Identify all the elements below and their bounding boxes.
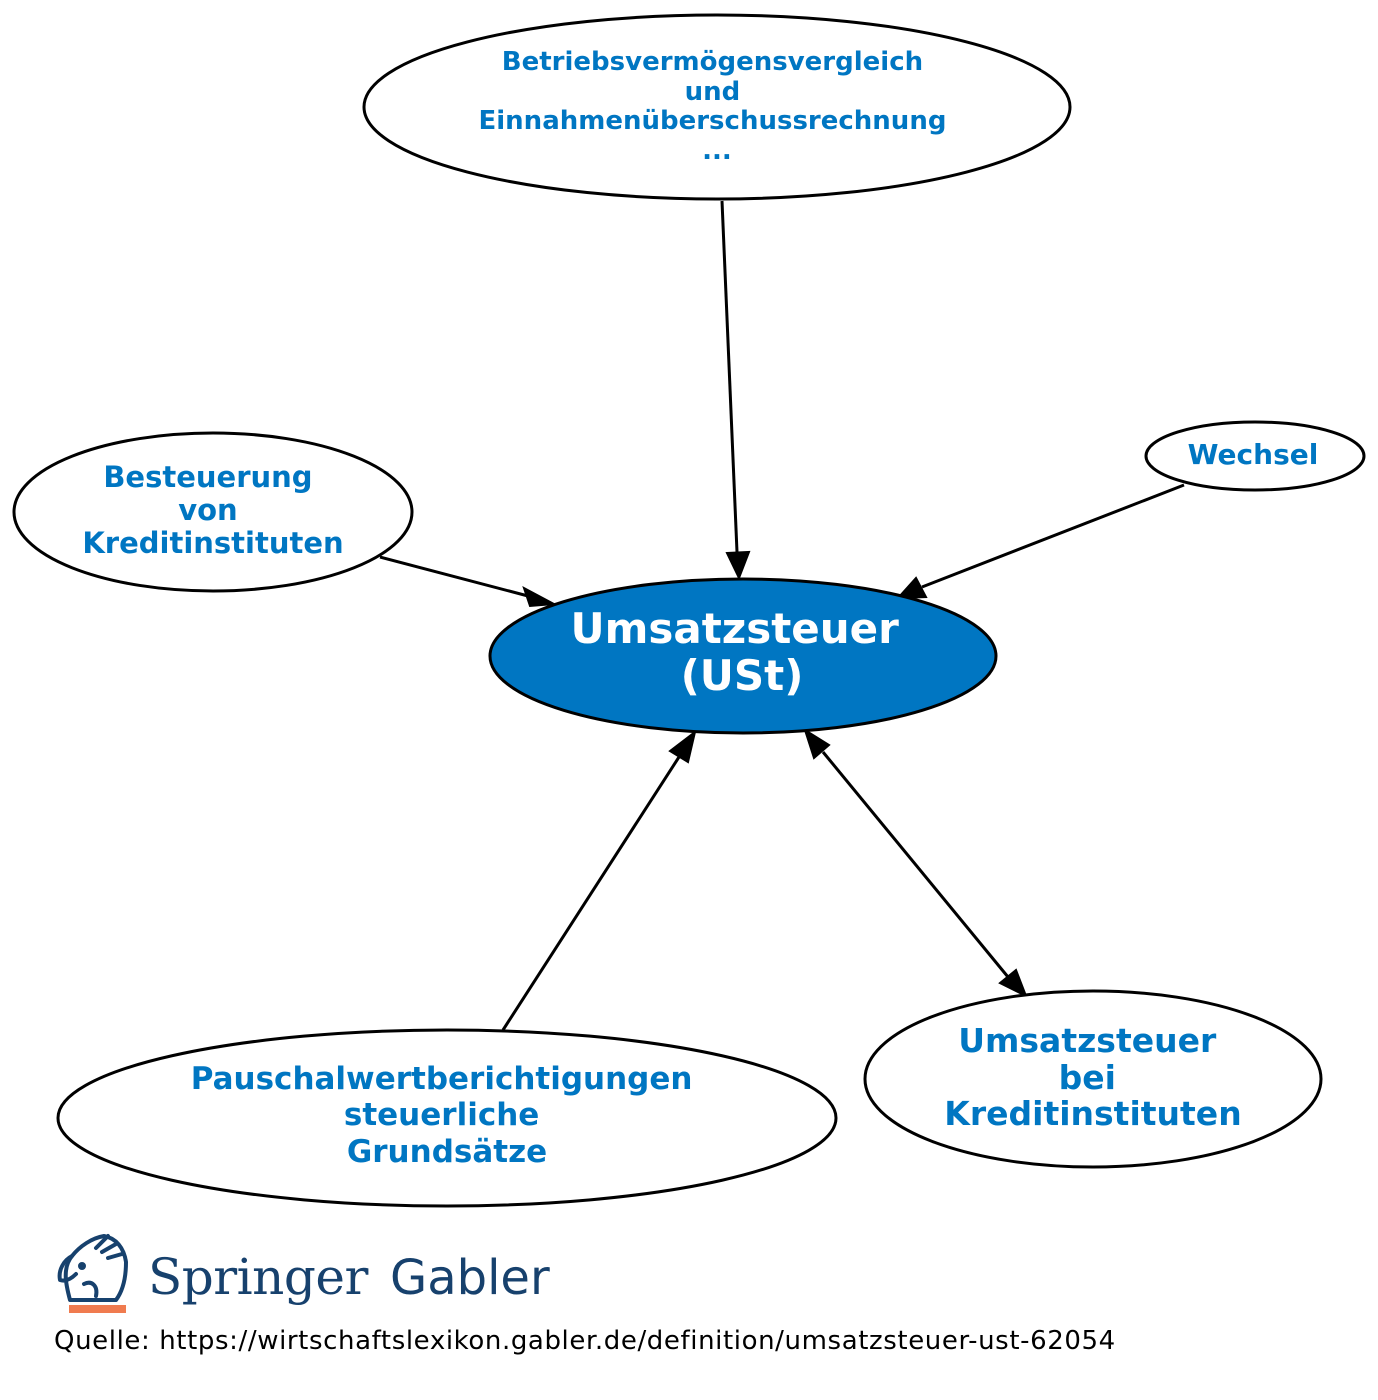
- node-label: Betriebsvermögensvergleich und Einnahmen…: [479, 47, 956, 166]
- edge-betriebsvermoegen-center: [720, 200, 739, 553]
- knight-horse-icon: [57, 1234, 128, 1302]
- node-ellipse: [362, 13, 1072, 201]
- brand-gabler: Gabler: [390, 1250, 550, 1306]
- arrowhead-besteuerung: [522, 585, 558, 608]
- springer-gabler-logo: Springer Gabler: [57, 1234, 550, 1313]
- node-label: Umsatzsteuer bei Kreditinstituten: [944, 1021, 1241, 1133]
- node-ust-kredit[interactable]: Umsatzsteuer bei Kreditinstituten: [863, 989, 1323, 1169]
- arrowhead-ustkredit-to-node: [998, 968, 1028, 999]
- arrowhead-betriebsvermoegen: [725, 550, 751, 581]
- edge-pauschal-center: [501, 756, 681, 1031]
- node-label: Pauschalwertberichtigungen steuerliche G…: [191, 1061, 704, 1170]
- center-label: Umsatzsteuer (USt): [570, 604, 913, 700]
- node-center-umsatzsteuer[interactable]: Umsatzsteuer (USt): [488, 577, 998, 735]
- node-ellipse: [863, 989, 1323, 1169]
- center-ellipse: [488, 577, 998, 735]
- edge-ustkredit-center: [821, 751, 1010, 978]
- arrowhead-ustkredit-to-center: [803, 727, 831, 760]
- node-besteuerung[interactable]: Besteuerung von Kreditinstituten: [12, 431, 414, 593]
- node-wechsel[interactable]: Wechsel: [1144, 420, 1366, 492]
- arrowhead-pauschal: [668, 729, 697, 764]
- edge-besteuerung-center: [379, 555, 529, 598]
- edge-wechsel-center: [921, 483, 1185, 589]
- source-url: Quelle: https://wirtschaftslexikon.gable…: [54, 1326, 1116, 1356]
- edges: [379, 200, 1185, 1031]
- node-ellipse: [56, 1028, 838, 1208]
- node-ellipse: [1144, 420, 1366, 492]
- node-label: Besteuerung von Kreditinstituten: [82, 460, 343, 560]
- brand-springer: Springer: [148, 1248, 368, 1306]
- logo-accent-bar: [69, 1305, 126, 1313]
- node-pauschal[interactable]: Pauschalwertberichtigungen steuerliche G…: [56, 1028, 838, 1208]
- node-ellipse: [12, 431, 414, 593]
- node-label: Wechsel: [1188, 438, 1319, 471]
- node-betriebsvermoegen[interactable]: Betriebsvermögensvergleich und Einnahmen…: [362, 13, 1072, 201]
